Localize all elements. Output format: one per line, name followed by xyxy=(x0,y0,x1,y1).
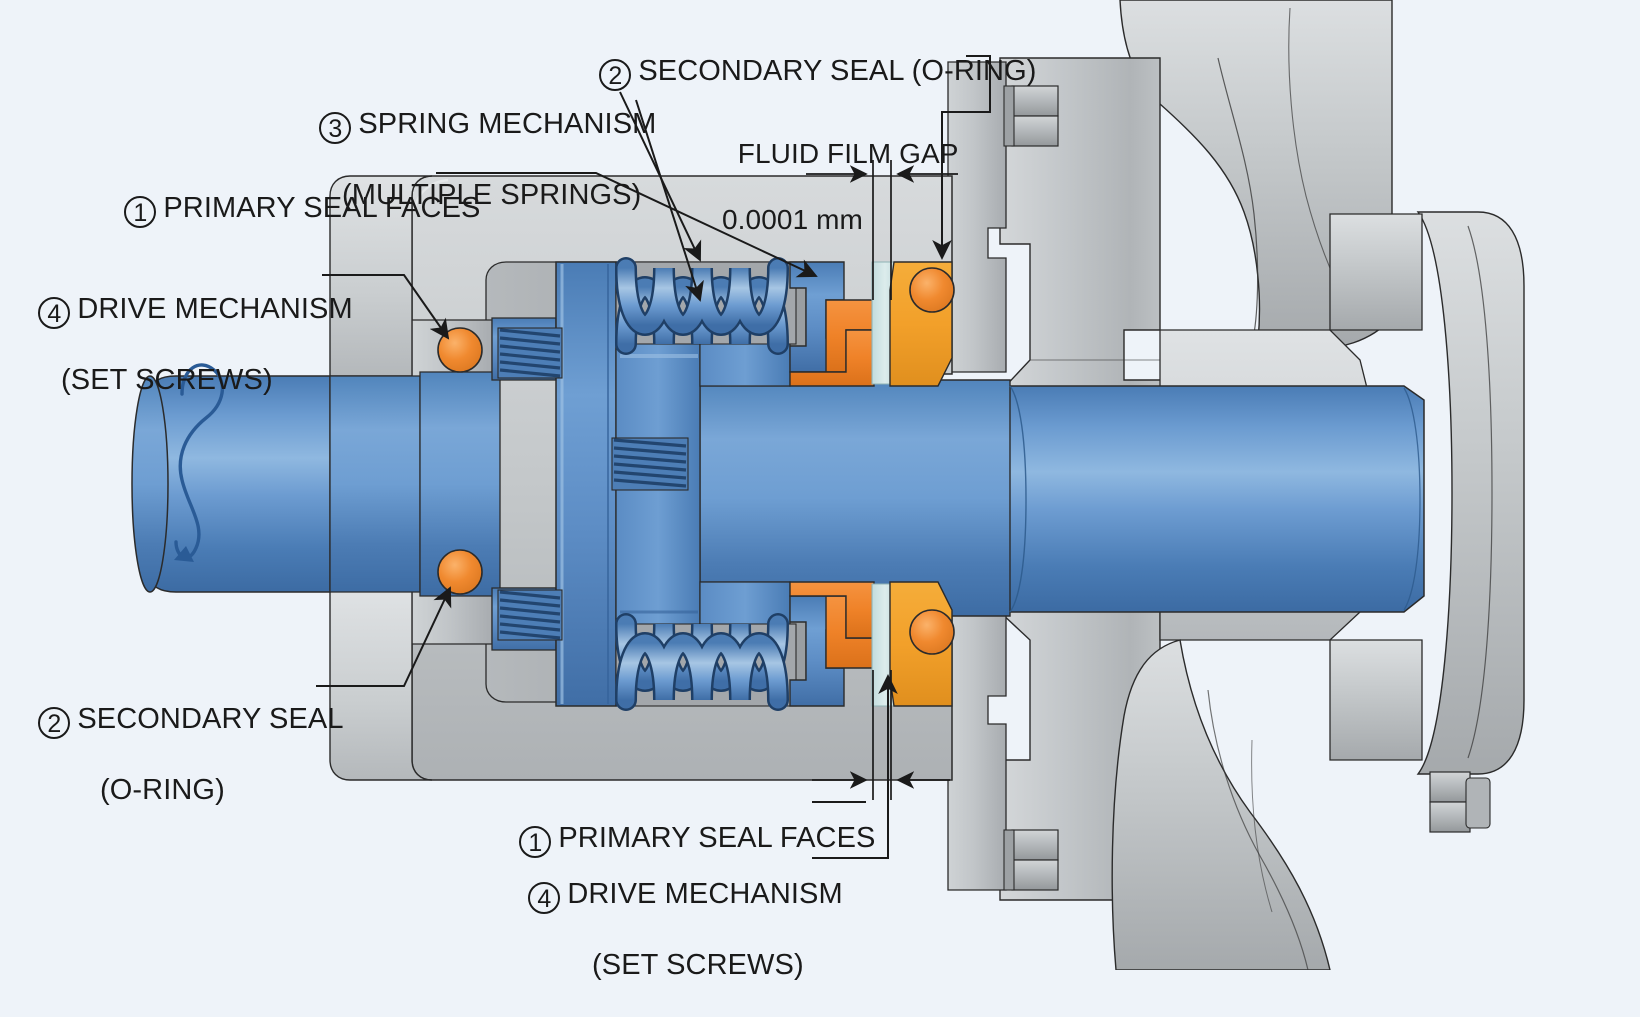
spring-top xyxy=(615,257,789,355)
set-screw-top xyxy=(497,327,563,379)
callout-number-3: 3 xyxy=(319,112,352,145)
spring-bottom xyxy=(615,613,789,711)
callout-text-drive-mechanism-bottom-l1: DRIVE MECHANISM xyxy=(567,878,843,911)
callout-text-spring-mechanism-l1: SPRING MECHANISM xyxy=(358,108,657,141)
callout-text-primary-seal-faces-bottom: PRIMARY SEAL FACES xyxy=(558,822,876,855)
callout-text-spring-mechanism-l2: (MULTIPLE SPRINGS) xyxy=(342,179,642,212)
oring-left-bottom xyxy=(437,549,483,595)
set-screw-center xyxy=(611,437,689,491)
casing-bolt-lower-right xyxy=(1429,771,1491,833)
callout-number-4-bottom: 4 xyxy=(528,882,561,915)
oring-right-bottom xyxy=(909,609,955,655)
callout-number-2-left: 2 xyxy=(38,707,71,740)
callout-text-secondary-seal-left-l1: SECONDARY SEAL xyxy=(77,703,344,736)
seal-cross-section-drawing xyxy=(131,0,1525,970)
callout-text-secondary-seal-left-l2: (O-RING) xyxy=(100,774,225,807)
fluid-film-gap-label: FLUID FILM GAP 0.0001 mm xyxy=(722,104,959,269)
callout-text-primary-seal-faces-top: PRIMARY SEAL FACES xyxy=(163,192,481,225)
callout-text-drive-mechanism-bottom-l2: (SET SCREWS) xyxy=(592,949,804,982)
callout-number-1-top: 1 xyxy=(124,196,157,229)
callout-text-drive-mechanism-left-l2: (SET SCREWS) xyxy=(61,364,273,397)
set-screws xyxy=(497,327,689,641)
callout-text-drive-mechanism-left-l1: DRIVE MECHANISM xyxy=(77,293,353,326)
leader-lines xyxy=(316,55,991,859)
callout-number-1-bottom: 1 xyxy=(519,826,552,859)
fluid-film-gap-value: 0.0001 mm xyxy=(722,204,863,236)
oring-right-top xyxy=(909,267,955,313)
callout-number-2-top: 2 xyxy=(599,59,632,92)
pump-shaft xyxy=(131,371,1425,617)
fluid-film-gap-title: FLUID FILM GAP xyxy=(737,138,959,170)
discharge-flange xyxy=(1416,211,1525,775)
callout-number-4-left: 4 xyxy=(38,297,71,330)
set-screw-bottom xyxy=(497,589,563,641)
seal-chamber-wall-bottom xyxy=(947,579,1007,891)
flange-bolt-top xyxy=(1003,85,1059,147)
shaft-rotation-icon xyxy=(174,363,225,562)
spring-mechanism xyxy=(615,257,797,711)
callout-text-secondary-seal-top: SECONDARY SEAL (O-RING) xyxy=(638,55,1037,88)
fluid-film-dimension-top xyxy=(806,160,958,300)
flange-bolt-bottom xyxy=(1003,829,1059,891)
